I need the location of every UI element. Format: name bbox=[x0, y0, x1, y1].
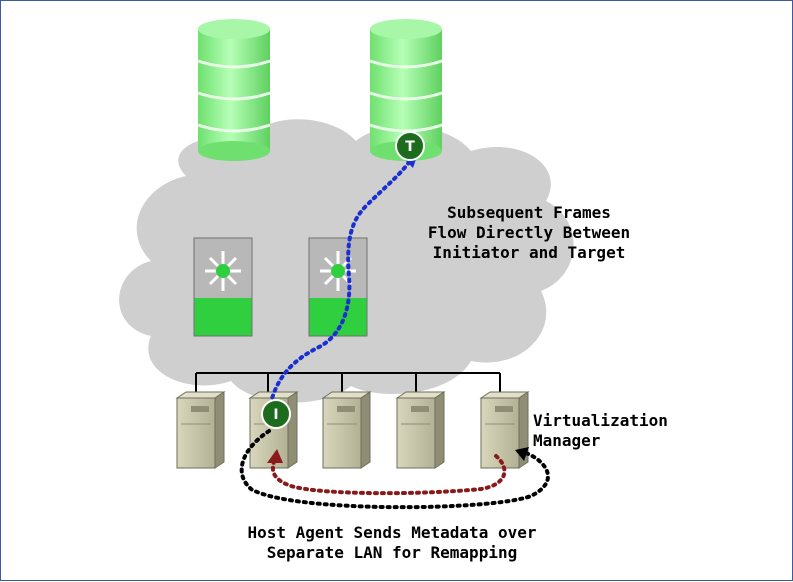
caption-line: Virtualization bbox=[533, 411, 668, 430]
target-badge-letter: T bbox=[405, 139, 415, 155]
metadata-path-arrowhead bbox=[515, 447, 529, 461]
fabric-switch-icon bbox=[308, 237, 368, 337]
data-path-line bbox=[267, 159, 412, 413]
initiator-badge-letter: I bbox=[273, 407, 278, 423]
virtualization-manager-caption: Virtualization Manager bbox=[533, 411, 668, 451]
caption-line: Separate LAN for Remapping bbox=[266, 543, 518, 562]
server-tower-icon bbox=[175, 391, 226, 469]
host-agent-caption: Host Agent Sends Metadata over Separate … bbox=[237, 523, 547, 563]
caption-line: Manager bbox=[533, 431, 601, 450]
server-tower-icon bbox=[395, 391, 446, 469]
remap-path-arrowhead bbox=[267, 449, 283, 463]
metadata-path-line bbox=[239, 429, 550, 510]
initiator-badge: I bbox=[261, 399, 291, 429]
server-tower-icon bbox=[321, 391, 372, 469]
subsequent-frames-caption: Subsequent Frames Flow Directly Between … bbox=[413, 203, 645, 263]
remap-path-line bbox=[271, 454, 507, 496]
caption-line: Flow Directly Between bbox=[427, 223, 631, 242]
storage-disk-icon bbox=[197, 19, 271, 161]
caption-line: Host Agent Sends Metadata over bbox=[247, 523, 537, 542]
fabric-switch-icon bbox=[193, 237, 253, 337]
target-badge: T bbox=[395, 131, 425, 161]
caption-line: Subsequent Frames bbox=[447, 203, 611, 222]
caption-line: Initiator and Target bbox=[432, 243, 626, 262]
